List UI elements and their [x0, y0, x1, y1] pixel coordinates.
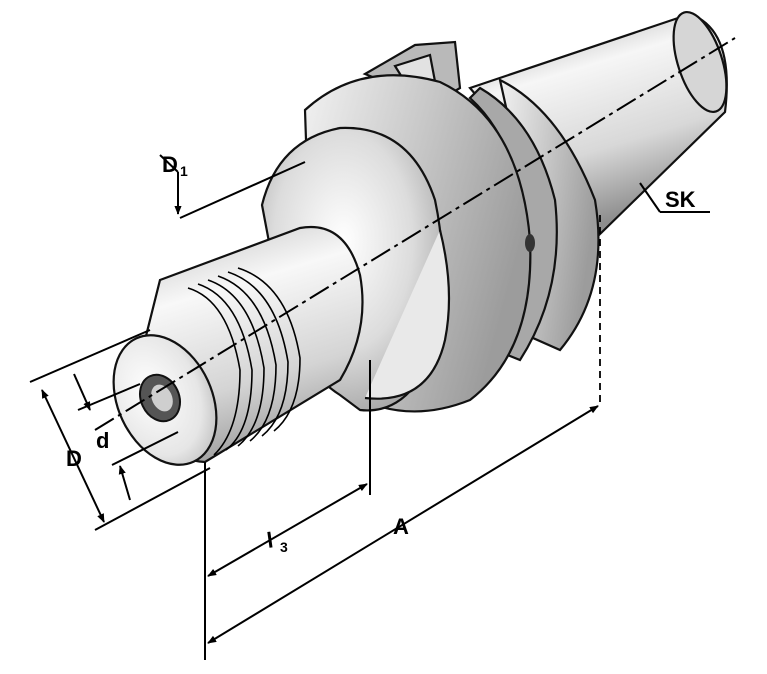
- taper-cone: [468, 10, 728, 238]
- cone-end-face: [672, 10, 728, 114]
- label-d1: D: [162, 152, 178, 177]
- dimension-d1: D 1: [159, 152, 306, 219]
- dimension-sk: SK: [639, 182, 710, 213]
- dimension-a: A: [207, 405, 599, 644]
- groove-hole: [525, 234, 535, 252]
- label-d1-sub: 1: [180, 163, 188, 179]
- dimension-d-outer: D: [29, 329, 211, 531]
- shank: [112, 225, 364, 466]
- dimension-d-inner: d: [73, 373, 179, 501]
- center-axis: [94, 37, 736, 431]
- label-l3: l: [265, 527, 275, 553]
- label-d-outer: D: [66, 446, 82, 471]
- label-sk: SK: [665, 187, 696, 212]
- label-a: A: [393, 514, 409, 539]
- label-l3-sub: 3: [280, 539, 288, 555]
- label-d-inner: d: [96, 428, 109, 453]
